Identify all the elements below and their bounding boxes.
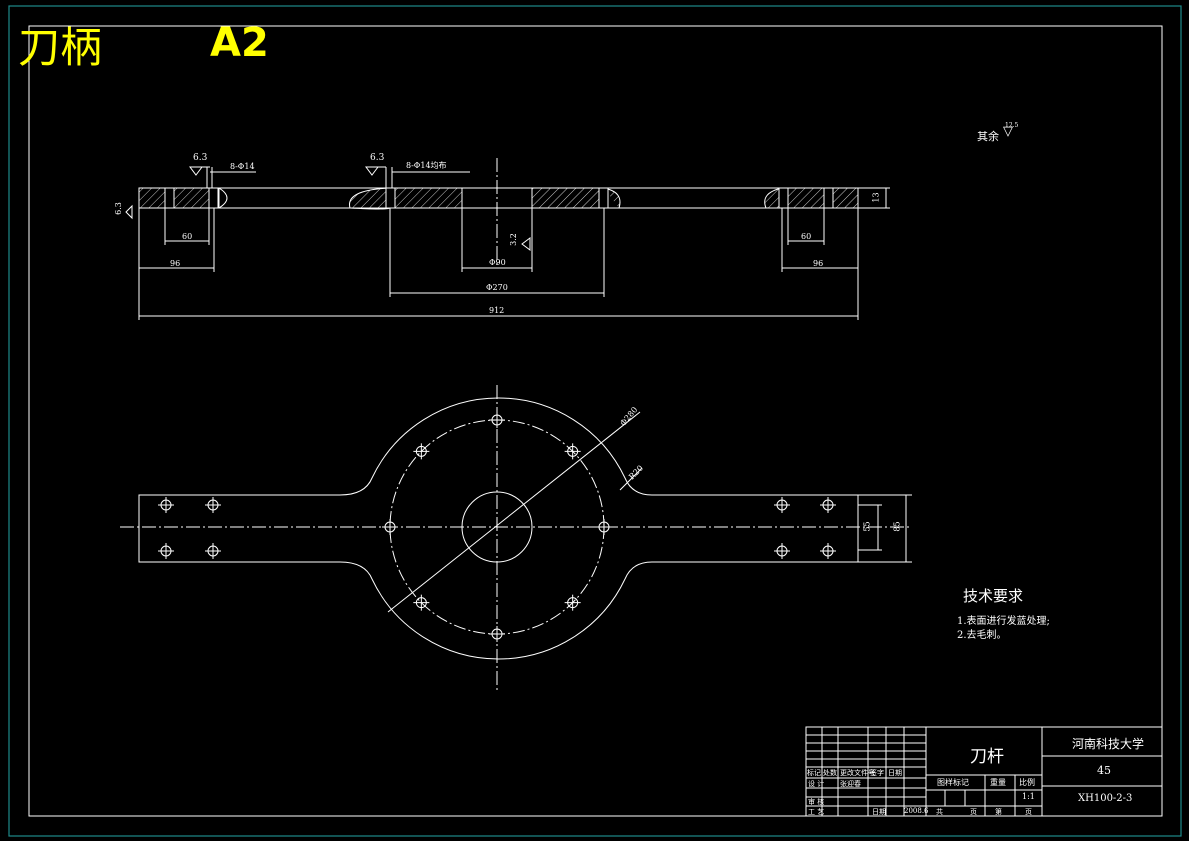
dim-overall: 912 (489, 306, 505, 315)
dim-arm-width: 85 (892, 521, 902, 532)
date-label: 日期 (872, 808, 886, 816)
drawing-number: XH100-2-3 (1078, 793, 1133, 804)
dim-bore: Φ90 (489, 258, 506, 267)
bottom-label-page2: 页 (1025, 808, 1032, 816)
hole-note-mid: 8-Φ14均布 (406, 161, 447, 170)
plan-view (120, 385, 912, 692)
bottom-label-total: 共 (936, 808, 943, 816)
drawing-title: 刀柄 (18, 23, 103, 72)
sign-row-review: 审 核 (808, 798, 825, 806)
hole-note-left: 8-Φ14 (230, 162, 255, 171)
roughness-bore-label: 3.2 (508, 233, 518, 246)
hatch-mid-right (531, 187, 605, 209)
dim-right-inner: 60 (801, 232, 812, 241)
school-name: 河南科技大学 (1072, 737, 1145, 751)
designer-name: 张迎春 (840, 780, 861, 788)
col-header-weight: 重量 (990, 778, 1006, 787)
sign-row-process: 工 艺 (808, 808, 825, 816)
roughness-symbol-icon: ▽ (1003, 124, 1013, 139)
material: 45 (1097, 764, 1111, 777)
hatch-left (138, 187, 220, 209)
section-view (125, 158, 890, 320)
tech-req-title: 技术要求 (963, 587, 1024, 605)
hatch-mid-left (389, 187, 463, 209)
tech-req-item-2: 2.去毛刺。 (957, 630, 1007, 641)
dim-right-outer: 96 (813, 259, 824, 268)
title-block (805, 726, 1163, 817)
bottom-label-nth: 第 (995, 808, 1002, 816)
other-roughness-label: 其余 (977, 130, 999, 143)
scale-value: 1:1 (1022, 792, 1035, 801)
other-roughness-value: 12.5 (1005, 122, 1019, 129)
col-header-mark: 图样标记 (937, 778, 969, 787)
rev-header-4: 签字 (870, 769, 884, 777)
bolt-holes (158, 412, 836, 642)
rev-header-5: 日期 (888, 769, 902, 777)
sheet-size: A2 (210, 20, 269, 66)
dim-thickness: 13 (871, 192, 881, 203)
part-name: 刀杆 (970, 747, 1004, 767)
inner-frame (28, 25, 1163, 817)
dim-inner-width: 55 (862, 521, 872, 532)
outer-frame (8, 5, 1182, 837)
hatch-right (781, 187, 859, 209)
dim-left-outer: 96 (170, 259, 181, 268)
rev-header-2: 处数 (823, 769, 837, 777)
bottom-label-page1: 页 (970, 808, 977, 816)
roughness-hole-mid-label: 6.3 (370, 153, 385, 163)
date-value: 2008.6 (904, 807, 929, 815)
dim-left-inner: 60 (182, 232, 193, 241)
dim-pcd: Φ270 (486, 283, 508, 292)
rev-header-3: 更改文件号 (840, 769, 875, 777)
sign-row-design: 设 计 (808, 780, 825, 788)
col-header-scale: 比例 (1019, 778, 1035, 787)
roughness-hole-left-label: 6.3 (193, 153, 208, 163)
tech-req-item-1: 1.表面进行发蓝处理; (957, 616, 1050, 627)
part-outline (138, 397, 859, 660)
roughness-left-label: 6.3 (113, 202, 123, 215)
rev-header-1: 标记 (807, 769, 821, 777)
